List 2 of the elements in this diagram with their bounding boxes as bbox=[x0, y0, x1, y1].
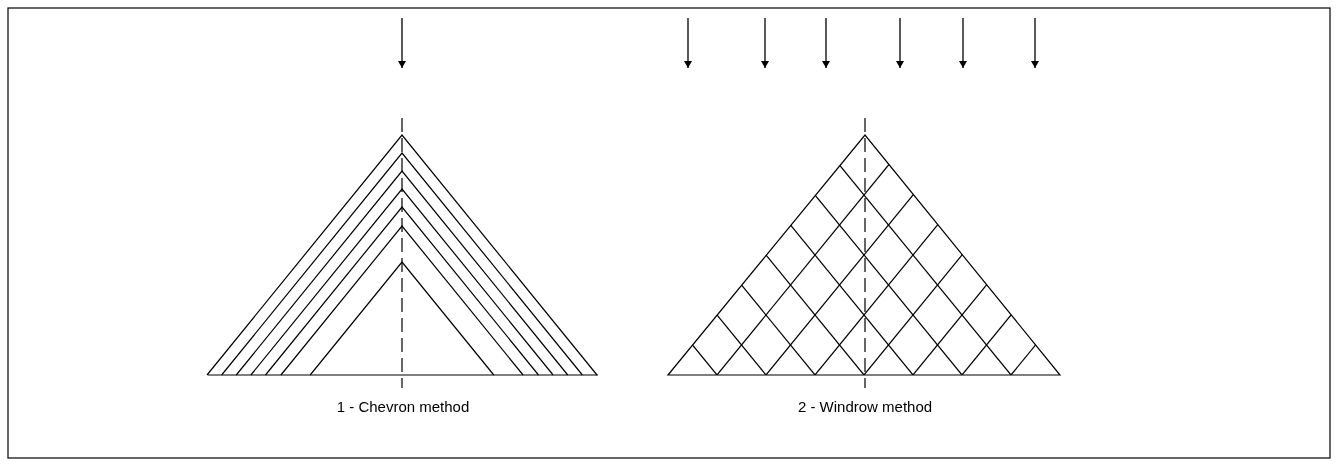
figure-label: 2 - Windrow method bbox=[797, 398, 933, 415]
figure-label: 1 - Chevron method bbox=[336, 398, 470, 415]
